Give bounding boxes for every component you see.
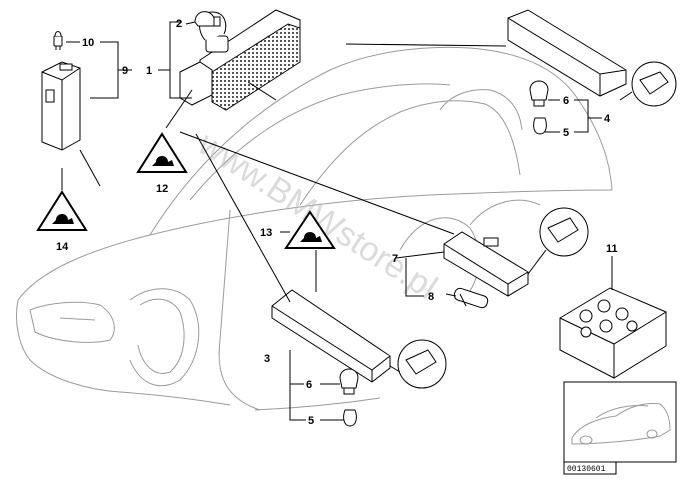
esd-warning-triangle-icon [284,210,336,249]
callout-1: 1 [146,65,152,77]
callout-5-lower: 5 [308,415,314,427]
car-outline [16,46,613,411]
bulb-kit-part-11 [559,287,667,379]
esd-warning-triangle-icon [36,190,88,231]
callout-13: 13 [260,227,272,239]
thumbnail-code: 00130601 [567,465,606,474]
callout-5-upper: 5 [563,127,569,139]
callout-6-lower: 6 [306,379,312,391]
callout-8: 8 [428,291,434,303]
socket-part-6-upper [529,80,549,107]
lamp-part-4 [507,9,627,97]
bulb-part-10 [53,31,63,50]
callout-labels: 1 2 3 4 5 5 6 6 7 8 9 10 11 12 13 14 [56,18,618,427]
callout-12: 12 [156,183,168,195]
callout-6-upper: 6 [563,95,569,107]
detail-magnifier-icon [527,207,589,275]
festoon-bulb-part-8 [453,287,489,309]
detail-magnifier-icon [389,339,447,389]
bulb-part-2 [194,11,221,27]
callout-2: 2 [176,18,182,30]
lamp-part-3 [271,289,391,383]
callout-4: 4 [604,113,611,125]
lamp-part-7 [443,231,529,297]
light-assembly-part-1 [179,9,301,111]
control-module-part-9 [41,61,81,151]
bulb-part-5-upper [533,117,547,135]
callout-9: 9 [122,65,128,77]
detail-magnifier-icon [619,61,677,107]
callout-14: 14 [56,241,69,253]
socket-part-6-lower [339,368,359,395]
callout-3: 3 [264,353,270,365]
bulb-part-5-lower [343,409,357,427]
esd-warning-triangle-icon [136,132,188,173]
callout-7: 7 [392,253,398,265]
leader-lines [61,21,613,421]
callout-10: 10 [82,37,94,49]
vehicle-thumbnail: 00130601 [563,381,677,475]
callout-11: 11 [606,243,618,255]
